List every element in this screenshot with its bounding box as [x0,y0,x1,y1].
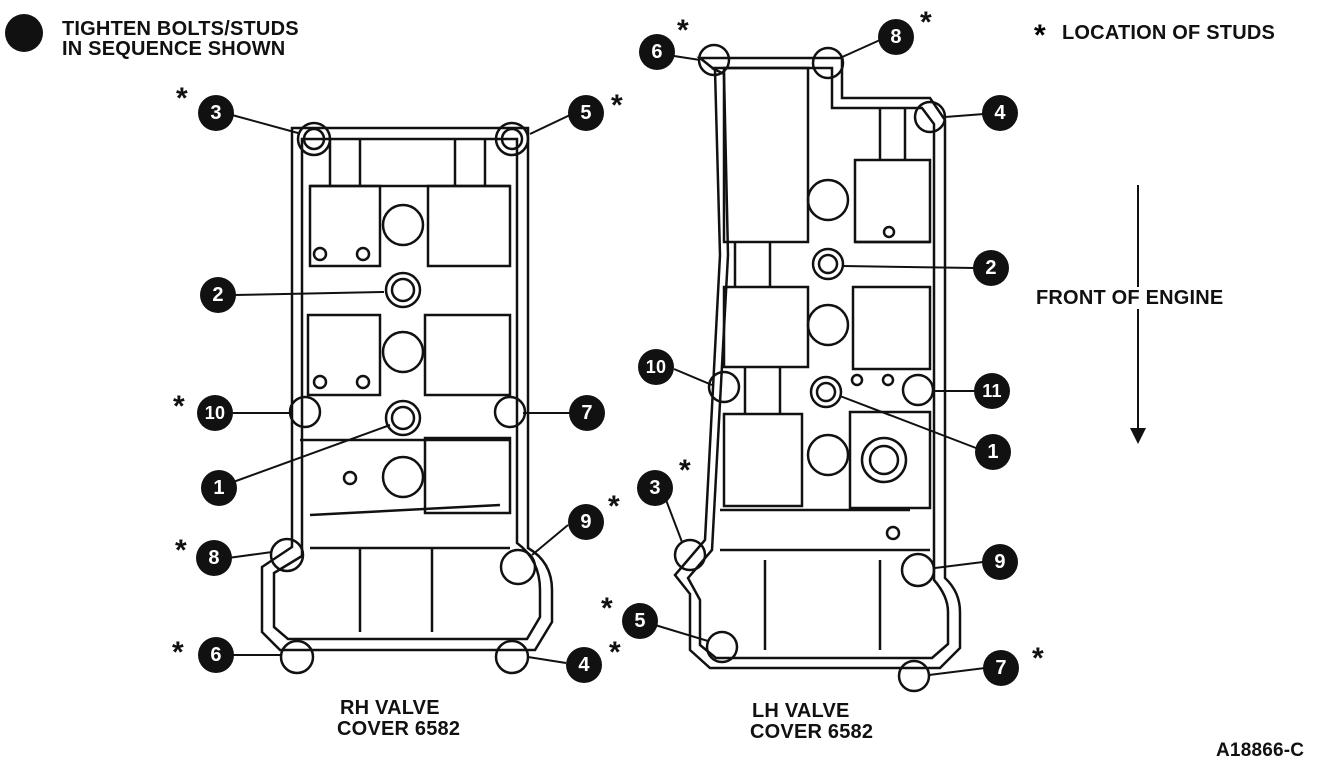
legend-sequence-line2: IN SEQUENCE SHOWN [62,38,286,60]
rh-stud-star-10: * [173,390,185,423]
lh-callout-discs [622,19,1019,686]
lh-callout-5: 5 [634,610,646,632]
lh-callout-7: 7 [995,657,1007,679]
legend-studs-label: LOCATION OF STUDS [1062,22,1276,44]
rh-leader-lines [224,114,571,664]
rh-stud-star-4: * [609,636,621,669]
lh-callout-2: 2 [985,257,997,279]
lh-callout-4: 4 [994,102,1006,124]
rh-stud-star-5: * [611,89,623,122]
rh-stud-star-3: * [176,82,188,115]
lh-stud-star-5: * [601,592,613,625]
figure-id: A18866-C [1216,740,1305,761]
rh-callout-3: 3 [210,102,222,124]
rh-valve-cover [260,121,554,675]
lh-cover-title-line2: COVER 6582 [750,721,874,743]
rh-callout-4: 4 [578,654,590,676]
rh-stud-star-9: * [608,490,620,523]
rh-stud-star-8: * [175,534,187,567]
lh-stud-star-6: * [677,14,689,47]
lh-callout-10: 10 [645,357,667,377]
lh-callout-6: 6 [651,41,663,63]
lh-valve-cover [673,43,962,693]
legend-sequence-line1: TIGHTEN BOLTS/STUDS [62,18,299,40]
lh-stud-star-8: * [920,6,932,39]
rh-callout-discs [196,95,605,683]
lh-callout-1: 1 [987,441,999,463]
lh-callout-8: 8 [890,26,902,48]
lh-stud-star-7: * [1032,642,1044,675]
rh-callout-6: 6 [210,644,222,666]
front-of-engine-label: FRONT OF ENGINE [1034,287,1226,309]
rh-callout-2: 2 [212,284,224,306]
rh-callout-7: 7 [581,402,593,424]
lh-leader-lines [654,39,986,676]
rh-callout-8: 8 [208,547,220,569]
rh-callout-10: 10 [204,403,226,423]
rh-callout-9: 9 [580,511,592,533]
lh-callout-9: 9 [994,551,1006,573]
legend-star-icon: * [1034,19,1046,52]
rh-stud-star-6: * [172,636,184,669]
rh-cover-title-line2: COVER 6582 [337,718,461,740]
legend-bullet-icon [5,14,43,52]
rh-callout-1: 1 [213,477,225,499]
lh-stud-star-3: * [679,454,691,487]
lh-callout-3: 3 [649,477,661,499]
lh-callout-11: 11 [982,381,1002,401]
rh-callout-5: 5 [580,102,592,124]
lh-cover-title-line1: LH VALVE [752,700,850,722]
rh-cover-title-line1: RH VALVE [340,697,440,719]
